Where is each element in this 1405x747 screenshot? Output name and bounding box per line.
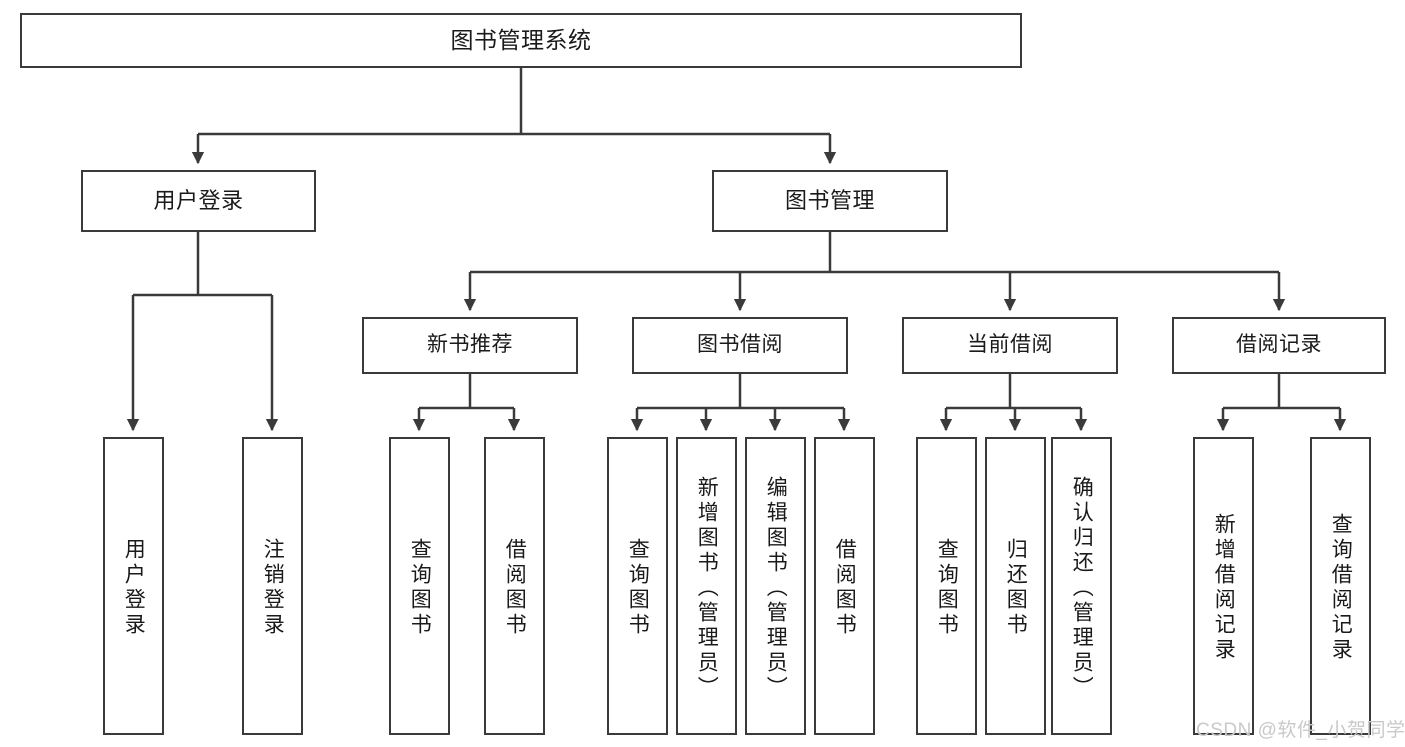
node-root-system-label: 图书管理系统: [450, 26, 592, 53]
node-leaf-borrow-book-1[interactable]: 借阅图书: [484, 437, 545, 735]
node-book-manage[interactable]: 图书管理: [712, 170, 948, 232]
node-leaf-edit-book[interactable]: 编辑图书（管理员）: [745, 437, 806, 735]
node-leaf-query-book-1-label: 查询图书: [408, 538, 432, 638]
node-leaf-user-login-label: 用户登录: [122, 538, 146, 638]
node-leaf-add-book-label: 新增图书（管理员）: [695, 475, 719, 701]
node-leaf-edit-book-label: 编辑图书（管理员）: [764, 475, 788, 701]
node-leaf-user-logout-label: 注销登录: [261, 538, 285, 638]
node-book-borrow[interactable]: 图书借阅: [632, 317, 848, 374]
node-user-login[interactable]: 用户登录: [81, 170, 316, 232]
node-current-borrow[interactable]: 当前借阅: [902, 317, 1118, 374]
node-book-borrow-label: 图书借阅: [697, 333, 783, 357]
node-leaf-query-book-1[interactable]: 查询图书: [389, 437, 450, 735]
node-leaf-borrow-book-1-label: 借阅图书: [503, 538, 527, 638]
node-leaf-add-record-label: 新增借阅记录: [1212, 513, 1236, 663]
node-leaf-user-login[interactable]: 用户登录: [103, 437, 164, 735]
node-new-book-recommend-label: 新书推荐: [427, 333, 513, 357]
node-current-borrow-label: 当前借阅: [967, 333, 1053, 357]
node-leaf-return-book-label: 归还图书: [1004, 538, 1028, 638]
node-borrow-record[interactable]: 借阅记录: [1172, 317, 1386, 374]
node-leaf-add-record[interactable]: 新增借阅记录: [1193, 437, 1254, 735]
node-new-book-recommend[interactable]: 新书推荐: [362, 317, 578, 374]
node-leaf-query-record[interactable]: 查询借阅记录: [1310, 437, 1371, 735]
node-leaf-query-book-2-label: 查询图书: [626, 538, 650, 638]
node-leaf-user-logout[interactable]: 注销登录: [242, 437, 303, 735]
node-leaf-query-book-3[interactable]: 查询图书: [916, 437, 977, 735]
node-leaf-return-book[interactable]: 归还图书: [985, 437, 1046, 735]
node-leaf-borrow-book-2-label: 借阅图书: [833, 538, 857, 638]
csdn-watermark: CSDN @软件_小贺同学: [1196, 720, 1405, 741]
node-leaf-confirm-return[interactable]: 确认归还（管理员）: [1051, 437, 1112, 735]
node-borrow-record-label: 借阅记录: [1236, 333, 1322, 357]
node-leaf-add-book[interactable]: 新增图书（管理员）: [676, 437, 737, 735]
node-leaf-confirm-return-label: 确认归还（管理员）: [1070, 475, 1094, 701]
node-leaf-borrow-book-2[interactable]: 借阅图书: [814, 437, 875, 735]
node-user-login-label: 用户登录: [153, 188, 244, 214]
node-leaf-query-book-2[interactable]: 查询图书: [607, 437, 668, 735]
node-book-manage-label: 图书管理: [784, 188, 875, 214]
node-leaf-query-record-label: 查询借阅记录: [1329, 513, 1353, 663]
node-root-system[interactable]: 图书管理系统: [20, 13, 1022, 68]
node-leaf-query-book-3-label: 查询图书: [935, 538, 959, 638]
